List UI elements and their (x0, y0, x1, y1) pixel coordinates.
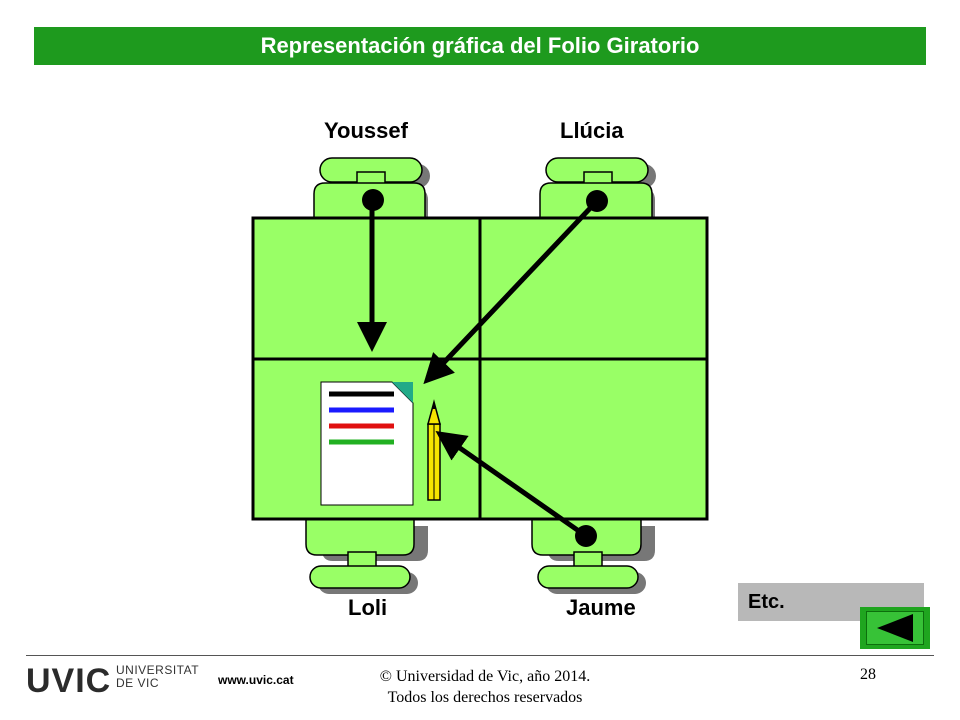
website-link[interactable]: www.uvic.cat (218, 673, 294, 687)
arrow-llucia-to-sheet (423, 199, 599, 385)
copyright-line-2: Todos los derechos reservados (387, 689, 583, 706)
rotation-arrows (357, 189, 608, 547)
copyright-notice: © Universidad de Vic, año 2014. Todos lo… (350, 666, 620, 708)
label-youssef: Youssef (324, 118, 408, 143)
copyright-line-1: © Universidad de Vic, año 2014. (379, 668, 591, 685)
chair-bottom-left (305, 520, 428, 594)
logo-line-1: UNIVERSITAT (116, 663, 200, 677)
back-button-face (866, 611, 924, 645)
dot-youssef (362, 189, 384, 211)
logo-uvic-text: UVIC (26, 662, 112, 700)
title-bar: Representación gráfica del Folio Girator… (34, 27, 926, 65)
label-llucia: Llúcia (560, 118, 624, 143)
label-loli: Loli (348, 595, 388, 620)
logo-line-2: DE VIC (116, 676, 160, 690)
triangle-left-icon (877, 614, 913, 642)
label-jaume: Jaume (566, 595, 636, 620)
etc-label: Etc. (748, 591, 785, 613)
dot-jaume (575, 525, 597, 547)
chair-bottom-right (531, 520, 655, 594)
pencil-icon (427, 399, 441, 501)
footer-divider (26, 655, 934, 656)
logo-university-text: UNIVERSITAT DE VIC (116, 664, 199, 690)
page-number: 28 (860, 666, 876, 683)
arrow-jaume-to-sheet (435, 430, 588, 539)
paper-sheet-icon (320, 381, 414, 506)
dot-llucia (586, 190, 608, 212)
back-button[interactable] (860, 607, 930, 649)
page-title: Representación gráfica del Folio Girator… (260, 33, 700, 58)
